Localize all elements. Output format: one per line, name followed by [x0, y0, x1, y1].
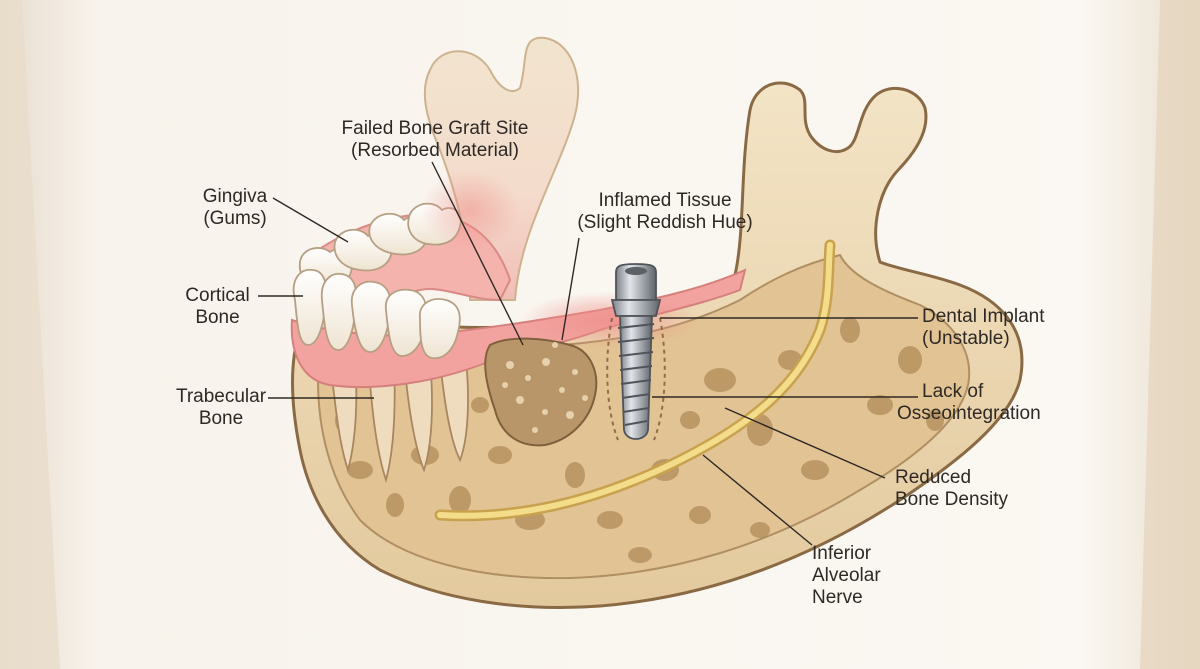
label-nerve-line2: Alveolar [812, 565, 881, 586]
back-ramus [423, 36, 580, 301]
label-density-line2: Bone Density [895, 489, 1009, 510]
label-trabecular-bone: Trabecular Bone [160, 386, 282, 430]
inferior-alveolar-nerve [437, 242, 833, 519]
label-implant-line1: Dental Implant [922, 306, 1045, 327]
label-inflamed-line2: (Slight Reddish Hue) [577, 212, 753, 233]
label-density-line1: Reduced [895, 467, 972, 488]
leader-lines [258, 161, 918, 546]
label-failed-graft: Failed Bone Graft Site (Resorbed Materia… [285, 118, 585, 162]
book-edge [1140, 0, 1200, 669]
label-nerve-line1: Inferior [812, 543, 872, 564]
leader-failed-graft [431, 161, 524, 346]
inflamed-ramus [420, 170, 520, 250]
label-osseo-line1: Lack of [922, 381, 984, 402]
label-inflamed-line1: Inflamed Tissue [598, 190, 732, 211]
leader-inflamed [561, 237, 580, 341]
label-gingiva-line1: Gingiva [202, 186, 268, 207]
label-nerve-line3: Nerve [812, 587, 863, 608]
label-osseo-line2: Osseointegration [897, 403, 1041, 424]
label-cortical-line2: Bone [195, 307, 240, 328]
label-gingiva-line2: (Gums) [203, 208, 267, 229]
leader-gingiva [272, 197, 349, 243]
label-lack-osseointegration: Lack of Osseointegration [897, 381, 1072, 425]
label-trabecular-line2: Bone [198, 408, 244, 429]
tooth-roots [328, 359, 469, 484]
label-inferior-nerve: Inferior Alveolar Nerve [812, 543, 912, 609]
label-cortical-line1: Cortical [185, 285, 250, 306]
label-inflamed-tissue: Inflamed Tissue (Slight Reddish Hue) [545, 190, 785, 234]
label-implant-line2: (Unstable) [922, 328, 1010, 349]
leader-nerve [702, 454, 813, 546]
book-spine-shadow [0, 0, 60, 669]
leader-density [724, 407, 886, 479]
label-gingiva: Gingiva (Gums) [180, 186, 290, 230]
graft-particles [502, 342, 588, 433]
front-teeth [292, 268, 461, 360]
dental-implant [606, 263, 666, 441]
label-trabecular-line1: Trabecular [175, 386, 267, 407]
label-reduced-density: Reduced Bone Density [895, 467, 1045, 511]
label-dental-implant: Dental Implant (Unstable) [922, 306, 1092, 350]
label-cortical-bone: Cortical Bone [170, 285, 265, 329]
label-failed-graft-line1: Failed Bone Graft Site [341, 118, 529, 139]
label-failed-graft-line2: (Resorbed Material) [351, 140, 519, 161]
